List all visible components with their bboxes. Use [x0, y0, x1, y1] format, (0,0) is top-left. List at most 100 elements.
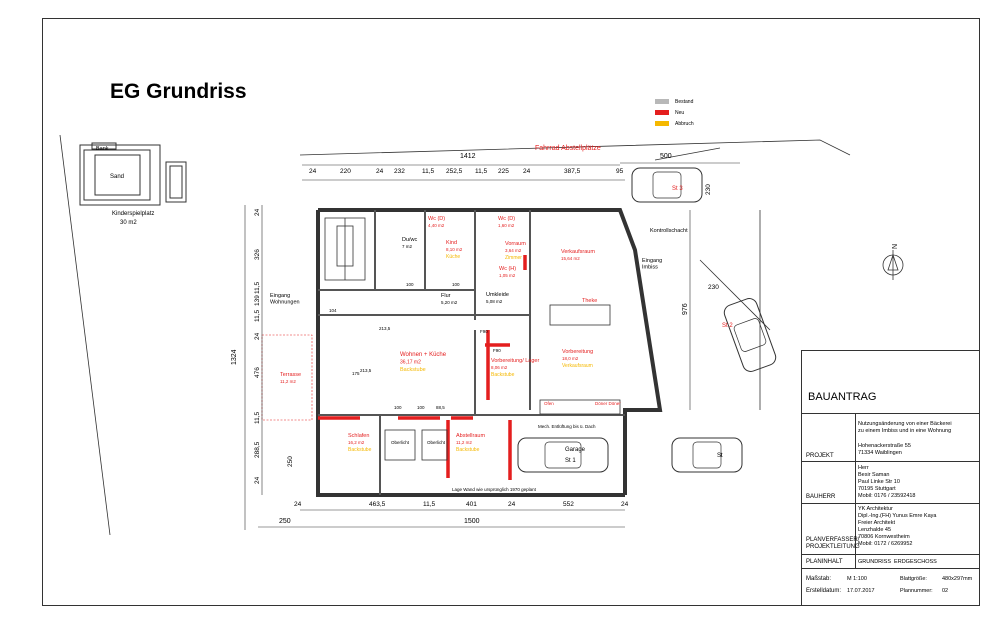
site-note-ventilation: Mech. Entlüftung bis ü. Dach: [538, 424, 596, 429]
project-description: Nutzungsänderung von einer Bäckerei zu e…: [858, 421, 952, 434]
room-area: 16,2 m2: [348, 440, 365, 445]
north-arrow: [882, 250, 904, 280]
parked-cars: [517, 167, 777, 473]
room-name: Döner Döner: [595, 401, 621, 406]
room-use: Backstube: [491, 372, 515, 378]
client-label: BAUHERR: [806, 494, 836, 500]
planner-info: YK Architektur Dipl.-Ing.(FH) Yunus Emre…: [858, 506, 937, 547]
plan-number-label: Plannummer:: [900, 588, 933, 594]
room-name: Vorbereitung/ Lager: [491, 358, 539, 364]
room-name: Schlafen: [348, 433, 369, 439]
site-label-playground: Kinderspielplatz: [112, 211, 154, 217]
room-area: 11,2 m2: [280, 379, 296, 384]
dimension-top-segment: 95: [616, 168, 624, 175]
room-area: 4,40 m2: [428, 223, 445, 228]
room-area: 5,20 m2: [441, 300, 458, 305]
room-name: Kind: [446, 240, 457, 246]
north-label: N: [892, 244, 899, 249]
room-name: Wohnen + Küche: [400, 352, 447, 358]
counter: [539, 304, 621, 415]
dimension-inner: 175: [352, 371, 360, 376]
dimension-inner: 213,5: [360, 368, 372, 373]
room-name: Ofen: [544, 401, 554, 406]
car-label: St 2: [722, 323, 733, 329]
dimension-top-segment: 11,5: [422, 168, 435, 175]
room-use: Backstube: [348, 447, 372, 453]
title-block-heading: BAUANTRAG: [808, 391, 877, 403]
dimension-lines: [244, 162, 740, 530]
dimension-top-total: 1412: [460, 153, 476, 160]
dimension-right-top2: 230: [705, 184, 712, 195]
dimension-bottom-left: 250: [279, 518, 291, 525]
site-label-control-shaft: Kontrollschacht: [650, 228, 688, 234]
sheet-size-label: Blattgröße:: [900, 576, 927, 582]
dimension-top-segment: 24: [309, 168, 317, 175]
car-label: St 3: [672, 186, 683, 192]
client-info: Herr Besir Saman Paul Linke Str 10 70195…: [858, 465, 916, 499]
room-name: Flur: [441, 293, 451, 299]
room-use: Zimmer: [505, 255, 522, 261]
site-label-entrance-shop: Imbiss: [642, 265, 658, 271]
date-value: 17.07.2017: [847, 588, 875, 594]
dimension-top-right: 500: [660, 153, 672, 160]
legend-swatch: [655, 121, 669, 126]
dimension-top-segment: 24: [523, 168, 531, 175]
site-label-bank: Bank: [96, 146, 109, 152]
dimension-right-total: 976: [682, 303, 689, 315]
room-name: Theke: [582, 298, 597, 304]
drawing-sheet: [42, 18, 980, 606]
dimension-bottom-total: 1500: [464, 518, 480, 525]
dimension-left-segment: 11,5: [254, 411, 261, 424]
dimension-inner: F90: [493, 348, 501, 353]
legend-label: Abbruch: [675, 120, 694, 127]
parked-car: [517, 437, 609, 473]
skylights: [384, 429, 448, 461]
playground: [79, 142, 187, 206]
room-name: Abstellraum: [456, 433, 485, 439]
room-area: 36,17 m2: [400, 360, 421, 366]
room-name: Garage: [565, 447, 586, 453]
room-use: Verkaufsraum: [562, 363, 593, 369]
parked-car: [631, 167, 703, 203]
scale-value: M 1:100: [847, 576, 867, 582]
dimension-bottom-segment: 24: [621, 501, 629, 508]
dimension-bottom-segment: 463,5: [369, 501, 386, 508]
dimension-inner: 88,5: [436, 405, 445, 410]
dimension-left-segment: 24: [254, 332, 261, 340]
dimension-inner: 100: [394, 405, 402, 410]
room-name: Wc (D): [428, 216, 445, 222]
legend-item-existing: Bestand: [655, 96, 694, 107]
room-area: 11,2 m2: [456, 440, 472, 445]
room-area: 5,08 m2: [486, 299, 503, 304]
room-name: Du/wc: [402, 237, 418, 243]
dimension-bottom-segment: 552: [563, 501, 574, 508]
room-area: 18,0 m2: [562, 356, 579, 361]
title-block: BAUANTRAG Nutzungsänderung von einer Bäc…: [801, 350, 980, 606]
room-area: 1,60 m2: [498, 223, 515, 228]
dimension-inner: 213,5: [379, 326, 391, 331]
dimension-right-top: 230: [708, 284, 719, 291]
dimension-top-segment: 24: [376, 168, 384, 175]
legend-swatch: [655, 99, 669, 104]
legend: Bestand Neu Abbruch: [655, 96, 694, 129]
room-name: Verkaufsraum: [561, 249, 595, 255]
project-address: Hohenackerstraße 55 71334 Waiblingen: [858, 443, 911, 456]
project-label: PROJEKT: [806, 453, 834, 459]
room-area: 15,64 m2: [561, 256, 580, 261]
site-label-sand: Sand: [110, 174, 124, 180]
interior-walls: [318, 210, 625, 495]
dimension-top-segment: 11,5: [475, 168, 488, 175]
dimension-top-segment: 220: [340, 168, 351, 175]
room-name: Wc (H): [499, 266, 516, 272]
dimension-inner: 100: [452, 282, 460, 287]
room-name: Terrasse: [280, 372, 301, 378]
room-name: Oberlicht: [391, 440, 410, 445]
parked-car: [723, 298, 777, 372]
dimension-left-segment: 24: [254, 476, 261, 484]
dimension-inner: 104: [329, 308, 337, 313]
room-name: Umkleide: [486, 292, 509, 298]
dimension-top-segment: 232: [394, 168, 405, 175]
dimension-inner: F90: [480, 329, 488, 334]
room-use: Küche: [446, 254, 460, 260]
site-label-entrance-flats: Eingang: [270, 293, 290, 299]
